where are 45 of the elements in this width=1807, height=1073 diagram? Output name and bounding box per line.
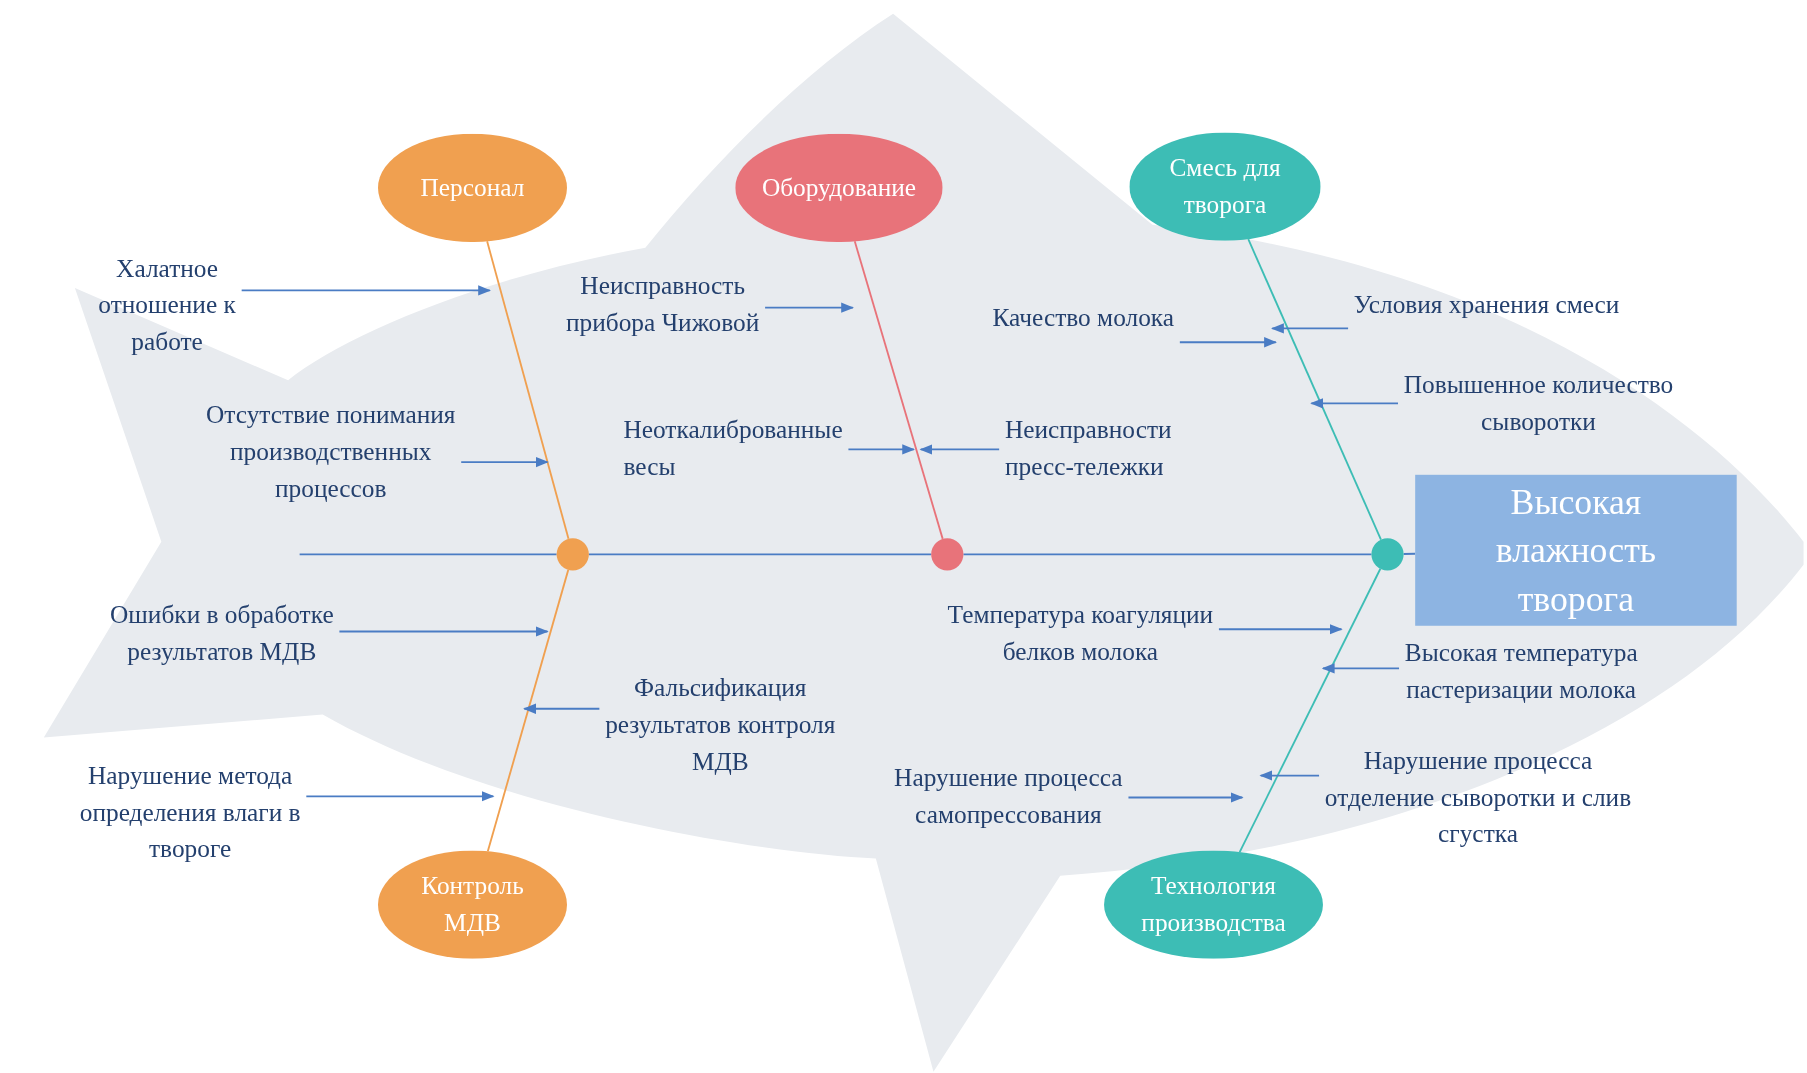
cause-text: Фальсификация результатов контроля МДВ [576,669,865,781]
category-ellipse: Смесь для творога [1129,132,1321,241]
connector-line [1247,238,1382,541]
connector-line [1402,552,1417,555]
connector-line [853,240,944,540]
arrow [764,302,855,313]
category-ellipse: Оборудование [735,133,943,242]
arrow [523,703,601,714]
arrow [1259,770,1320,781]
effect-box: Высокая влажность творога [1415,474,1737,626]
cause-text: Качество молока [962,299,1205,337]
arrow [1310,398,1399,409]
connector-line [587,553,933,556]
cause-text: Неоткалиброванные весы [623,411,897,486]
cause-text: Неисправности пресс-тележки [1004,411,1213,486]
connector-line [962,553,1373,556]
arrow [1218,624,1343,635]
category-ellipse: Технология производства [1104,850,1323,959]
cause-text: Нарушение метода определения влаги в твороге [51,757,329,868]
connector-line [486,240,570,540]
cause-text: Условия хранения смеси [1313,286,1660,324]
connector-line [486,568,570,853]
cause-text: Ошибки в обработке результатов МДВ [80,596,363,671]
arrow [1178,337,1277,348]
cause-text: Повышенное количество сыворотки [1371,366,1706,441]
connector-line [1238,567,1382,853]
cause-text: Неисправность прибора Чижовой [541,267,784,342]
connector-line [298,553,558,556]
arrow [460,456,549,468]
cause-text: Высокая температура пастеризации молока [1371,635,1671,709]
category-ellipse: Контроль МДВ [378,850,567,959]
arrow [305,791,495,802]
arrow [338,626,549,637]
cause-text: Нарушение процесса самопрессования [864,759,1153,834]
cause-text: Отсутствие понимания производственных процессов [204,396,458,508]
arrow [847,444,916,455]
cause-text: Нарушение процесса отделение сыворотки и слив сгустка [1313,742,1643,853]
arrow [1127,792,1244,803]
category-ellipse: Персонал [378,133,567,242]
cause-text: Температура коагуляции белков молока [916,596,1245,671]
cause-text: Халатное отношение к работе [74,250,260,361]
arrow [919,444,1001,455]
arrow [1271,323,1350,334]
arrow [1321,663,1400,674]
arrow [240,285,492,296]
